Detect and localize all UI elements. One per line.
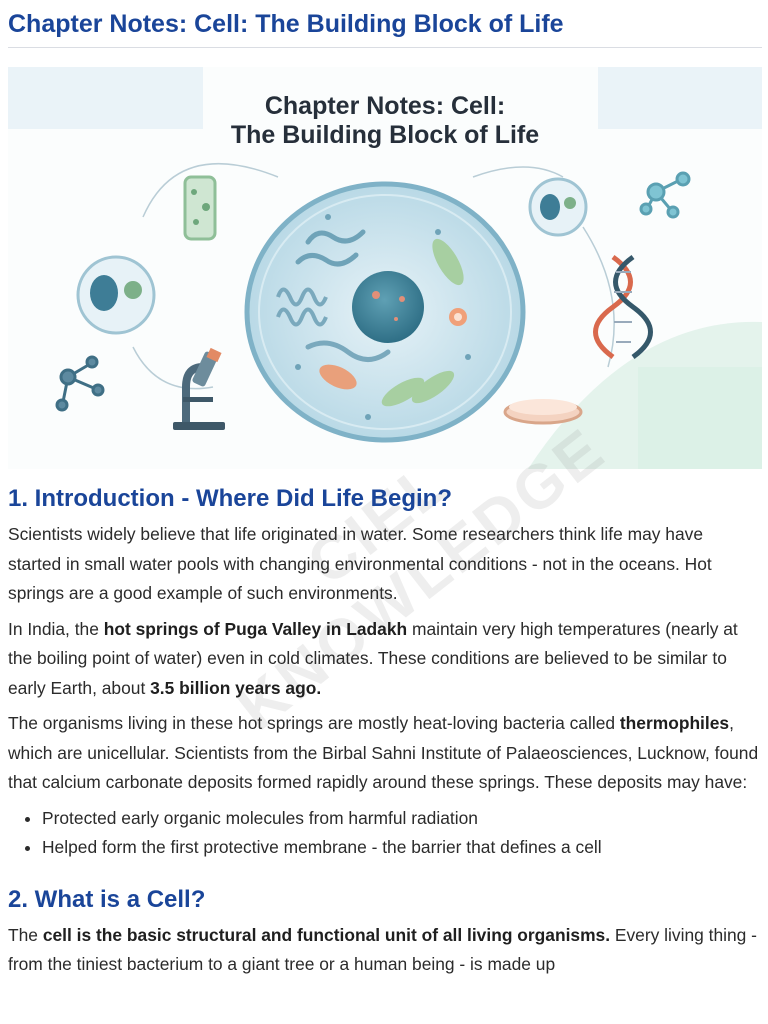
plant-cell-icon [183,175,217,241]
section1-paragraph1: Scientists widely believe that life orig… [8,524,712,603]
animal-cell-icon [244,181,526,443]
hero-title-line1: Chapter Notes: Cell: [264,92,506,120]
section1-bullet-list: Protected early organic molecules from h… [8,804,760,863]
hero-title-line2: The Building Block of Life [230,121,540,149]
section2-paragraph1: The cell is the basic structural and fun… [8,924,757,975]
molecule-icon-bottom-left [55,355,105,412]
hero-illustration: Chapter Notes: Cell: The Building Block … [8,67,762,469]
page-title: Chapter Notes: Cell: The Building Block … [8,10,564,38]
bg-panel-top-left [8,67,203,129]
section2-heading: 2. What is a Cell? [8,885,206,913]
microscope-icon [173,347,225,430]
list-item: Protected early organic molecules from h… [42,804,760,834]
small-cell-left-icon [76,255,156,335]
dna-icon [593,254,653,360]
title-divider [8,47,762,48]
section1-paragraph3: The organisms living in these hot spring… [8,713,759,792]
bg-panel-top-right [598,67,762,129]
article-content: 1. Introduction - Where Did Life Begin? … [8,484,760,986]
nucleus-icon [352,271,424,343]
cell-illustration [8,67,762,469]
small-cell-right-icon [528,177,588,237]
section1-paragraph2: In India, the hot springs of Puga Valley… [8,618,738,698]
section1-heading: 1. Introduction - Where Did Life Begin? [8,485,452,512]
petri-dish-icon [503,399,583,425]
molecule-icon-top-right [639,171,691,219]
list-item: Helped form the first protective membran… [42,833,760,863]
